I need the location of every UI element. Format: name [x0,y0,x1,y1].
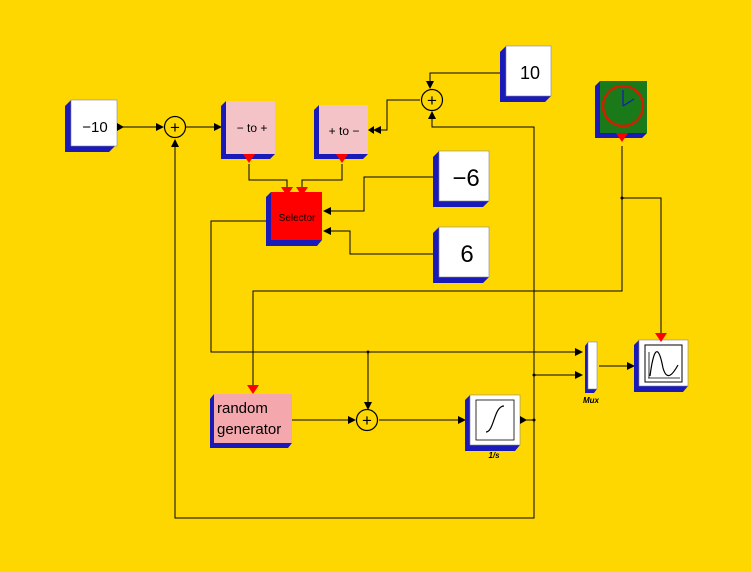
clock-icon [601,84,645,128]
sum-symbol: + [170,118,180,137]
event-input-port [655,333,667,342]
event-output-port [336,154,348,163]
constant-block-neg6[interactable]: −6 [433,150,490,207]
clock-block[interactable] [595,81,647,142]
pos-to-neg-detector-block[interactable]: + to − [314,105,374,163]
wire-const-10-to-sum2 [426,72,500,89]
wire-neg-to-pos-to-selector [248,164,288,188]
event-output-port [243,154,255,163]
scope-icon [644,344,683,383]
split-point [532,373,536,377]
output-port [117,123,124,131]
scope-block[interactable] [634,333,689,392]
constant-6-label: 6 [460,241,473,268]
mux-caption: Mux [583,396,600,405]
wire-clock-to-scope [622,197,662,334]
wires [118,72,662,519]
sum-block-1[interactable]: + [163,115,187,139]
split-point [532,418,536,422]
wire-clock-to-random [252,146,623,392]
wire-const-neg6-to-selector [323,176,433,215]
constant-10-label: 10 [520,63,540,83]
constant-block-6[interactable]: 6 [433,226,490,283]
constant-block-neg10[interactable]: −10 [65,99,124,152]
split-point [620,196,624,200]
event-input-port [296,187,308,196]
pos-to-neg-label: + to − [329,124,360,138]
wire-selector-to-mux [210,220,583,356]
random-generator-block[interactable]: random generator [210,385,292,448]
split-points [366,196,624,422]
sum-symbol: + [362,411,372,430]
wire-sum2-to-pos-to-neg [373,99,420,134]
constant-neg10-label: −10 [82,119,107,136]
integrator-block[interactable]: 1/s [465,394,527,460]
random-generator-label-line2: generator [217,421,281,438]
event-output-port [616,133,628,142]
event-input-port [281,187,293,196]
integral-icon [475,399,515,441]
neg-to-pos-label: − to + [237,121,268,135]
sum-block-2[interactable]: + [420,88,444,112]
event-input-port [247,385,259,394]
wire-pos-to-neg-to-selector [301,164,343,188]
wire-integrator-out [171,139,535,519]
integrator-caption: 1/s [488,451,500,460]
mux-block[interactable]: Mux [583,341,600,405]
output-port [520,416,527,424]
wire-feedback-to-sum2 [428,111,535,420]
input-port [368,126,374,134]
constant-neg6-label: −6 [452,165,479,192]
sum-block-3[interactable]: + [355,408,379,432]
selector-label: Selector [279,213,316,224]
random-generator-label-line1: random [217,400,268,417]
neg-to-pos-detector-block[interactable]: − to + [221,101,275,163]
constant-block-10[interactable]: 10 [500,45,552,102]
wire-const-6-to-selector [323,227,433,255]
sum-symbol: + [427,91,437,110]
selector-block[interactable]: Selector [266,187,322,246]
split-point [366,350,370,354]
